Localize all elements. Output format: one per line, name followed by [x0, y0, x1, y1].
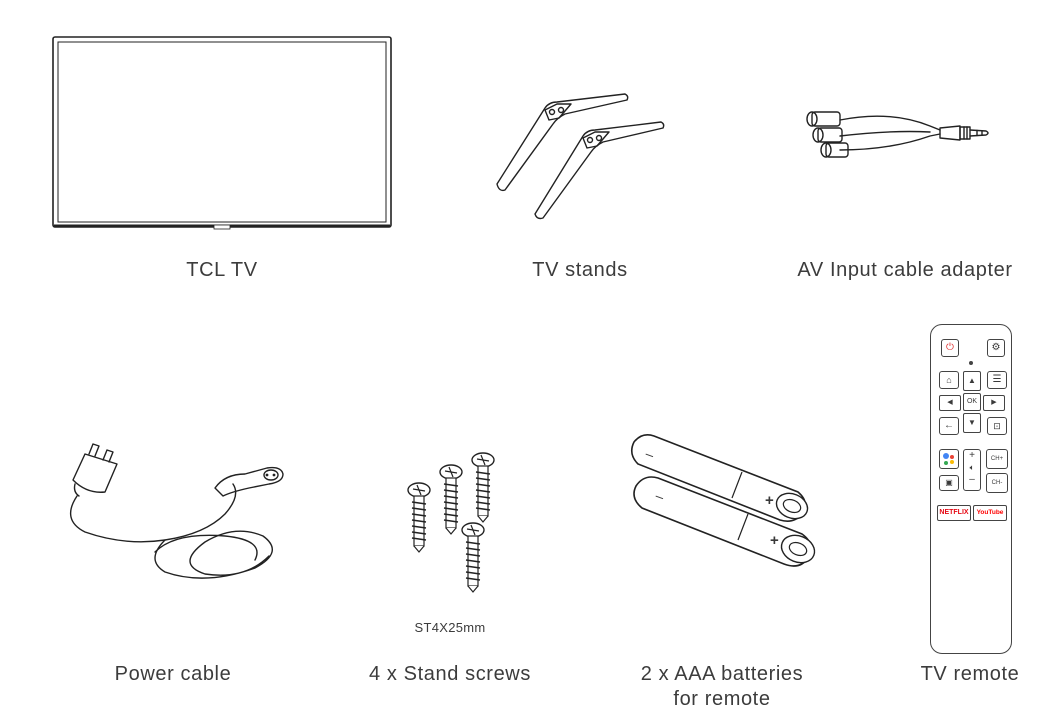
dpad-right-icon: ▶	[983, 395, 1005, 411]
netflix-button-icon: NETFLIX	[937, 505, 971, 521]
tcl-tv-illustration	[52, 36, 392, 230]
input-icon: ⊡	[987, 417, 1007, 435]
aaa-batteries-label-line1: 2 x AAA batteries	[640, 663, 804, 685]
aaa-batteries-label: 2 x AAA batteries for remote	[612, 662, 832, 712]
tcl-tv-label: TCL TV	[186, 259, 258, 281]
stand-screws-illustration	[407, 452, 495, 593]
power-cable-label: Power cable	[114, 663, 232, 685]
battery-plus-mark: +	[765, 492, 774, 509]
menu-icon: ☰	[987, 371, 1007, 389]
channel-down-button-icon: CH-	[986, 473, 1008, 493]
settings-icon: ⚙	[987, 339, 1005, 357]
youtube-button-icon: YouTube	[973, 505, 1007, 521]
av-cable-adapter-label: AV Input cable adapter	[797, 259, 1013, 281]
google-assistant-icon	[939, 449, 959, 469]
aaa-batteries-label-line2: for remote	[673, 688, 771, 710]
dpad-left-icon: ◀	[939, 395, 961, 411]
back-icon: ←	[939, 417, 959, 435]
ok-button-icon: OK	[963, 393, 981, 411]
power-icon: ⏻	[941, 339, 959, 357]
channel-up-button-icon: CH+	[986, 449, 1008, 469]
tv-stands-label: TV stands	[532, 259, 628, 281]
av-cable-adapter-illustration	[806, 111, 989, 158]
tv-remote-label: TV remote	[920, 663, 1020, 685]
dpad-down-icon: ▼	[963, 413, 981, 433]
power-cable-illustration	[69, 443, 284, 579]
mute-icon: 🔈︎	[969, 463, 975, 472]
home-icon: ⌂	[939, 371, 959, 389]
aaa-batteries-illustration	[630, 434, 816, 567]
battery-plus-mark-front: +	[770, 532, 779, 549]
tv-stands-illustration	[496, 93, 665, 220]
volume-up-icon: +	[969, 450, 975, 461]
stand-screws-label: 4 x Stand screws	[369, 663, 531, 685]
tv-remote-illustration: ⏻ ⚙ ⌂ ☰ ▲ ◀ OK ▶ ▼ ← ⊡ ▣ + 🔈︎ – CH+ CH- …	[930, 324, 1012, 654]
led-indicator	[969, 361, 973, 365]
volume-rocker: + 🔈︎ –	[963, 449, 981, 491]
guide-icon: ▣	[939, 475, 959, 491]
screw-size-note: ST4X25mm	[414, 620, 486, 635]
volume-down-icon: –	[969, 474, 975, 485]
dpad-up-icon: ▲	[963, 371, 981, 391]
